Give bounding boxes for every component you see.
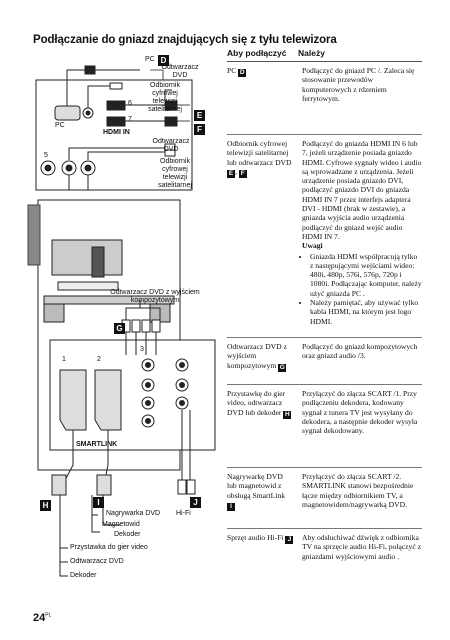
- badge-e: E: [194, 110, 205, 121]
- instruction-cell: Podłączyć do gniazd PC /. Zaleca się sto…: [302, 66, 415, 103]
- note-item: Należy pamiętać, aby używać tylko kabla …: [310, 298, 422, 326]
- hdmi-port-7: [106, 116, 126, 127]
- table-row: Odtwarzacz DVD z wyjściem kompozytowym G…: [227, 338, 422, 385]
- port-6-label: 6: [128, 100, 132, 107]
- decoder-label: Dekoder: [114, 531, 141, 538]
- dvd1-label: Odtwarzacz DVD: [161, 64, 199, 79]
- badge-h: H: [40, 500, 51, 511]
- badge-j: J: [190, 497, 201, 508]
- badge-j: J: [285, 536, 294, 544]
- table-header: Aby podłączyć Należy: [227, 48, 422, 62]
- hifi-label: Hi-Fi: [176, 510, 191, 517]
- instruction-cell: Przyłączyć do złącza SCART /1. Przy podł…: [302, 389, 418, 436]
- badge-h: H: [283, 410, 292, 419]
- sat-receiver-label: Odbiornik cyfrowej telewizji satelitarne…: [158, 158, 192, 189]
- badge-g: G: [278, 363, 287, 372]
- port-5-label: 5: [44, 152, 48, 159]
- instruction-cell: Aby odsłuchiwać dźwięk z odbiornika TV n…: [302, 533, 421, 561]
- notes-list: Gniazda HDMI współpracują tylko z następ…: [302, 252, 422, 326]
- scart-2: [94, 369, 122, 431]
- page-number: 24PL: [33, 612, 52, 624]
- table-row: Sprzęt audio Hi-Fi J Aby odsłuchiwać dźw…: [227, 529, 422, 579]
- device-cell: Nagrywarkę DVD lub magnetowid z obsługą …: [227, 472, 286, 511]
- dvd2-label: Odtwarzacz DVD: [152, 138, 190, 153]
- table-row: Nagrywarkę DVD lub magnetowid z obsługą …: [227, 468, 422, 529]
- hdmi-receiver-label: Odbiornik cyfrowej telewizji satelitarne…: [148, 82, 182, 113]
- vcr-label: Magnetowid: [102, 521, 140, 528]
- port-1-label: 1: [62, 356, 66, 363]
- table-row: Przystawkę do gier video, odtwarzacz DVD…: [227, 385, 422, 468]
- table-row: PC D Podłączyć do gniazd PC /. Zaleca si…: [227, 62, 422, 135]
- notes-title: Uwagi: [302, 241, 323, 251]
- badge-d: D: [238, 69, 247, 77]
- connection-table: Aby podłączyć Należy PC D Podłączyć do g…: [227, 48, 422, 579]
- composite-dvd-label: Odtwarzacz DVD z wyjściem kompozytowym: [110, 289, 200, 304]
- upper-panel: [35, 79, 193, 191]
- port-hdmi-label: HDMI IN: [103, 129, 130, 136]
- legend-item: Dekoder: [70, 572, 97, 579]
- badge-i: I: [93, 497, 104, 508]
- instruction-cell: Przyłączyć do złącza SCART /2. SMARTLINK…: [302, 472, 414, 509]
- scart-1: [59, 369, 87, 431]
- table-row: Odbiornik cyfrowej telewizji satelitarne…: [227, 135, 422, 338]
- port-7-label: 7: [128, 116, 132, 123]
- port-pc-label: PC: [55, 122, 65, 129]
- vcr-dvd-label: Nagrywarka DVD: [106, 510, 161, 517]
- legend-item: Przystawka do gier video: [70, 544, 148, 551]
- device-cell: Przystawkę do gier video, odtwarzacz DVD…: [227, 389, 292, 419]
- legend-item: Odtwarzacz DVD: [70, 558, 124, 565]
- badge-g: G: [114, 323, 125, 334]
- page-title: Podłączanie do gniazd znajdujących się z…: [33, 34, 337, 46]
- device-cell: Sprzęt audio Hi-Fi J: [227, 529, 298, 579]
- column-header: Aby podłączyć: [227, 48, 287, 58]
- device-cell: Odbiornik cyfrowej telewizji satelitarne…: [227, 139, 292, 178]
- badge-i: I: [227, 502, 235, 511]
- smartlink-label: SMARTLINK: [76, 441, 118, 448]
- port-3-label: 3: [140, 346, 144, 353]
- badge-f: F: [238, 169, 247, 178]
- pc-label: PC: [145, 56, 155, 63]
- device-cell: Odtwarzacz DVD z wyjściem kompozytowym G: [227, 342, 287, 372]
- badge-e: E: [227, 169, 235, 178]
- port-2-label: 2: [97, 356, 101, 363]
- instruction-cell: Podłączyć do gniazda HDMI IN 6 lub 7, je…: [298, 135, 422, 337]
- hdmi-port-6: [106, 100, 126, 111]
- badge-d: D: [158, 55, 169, 66]
- column-header: Należy: [298, 48, 325, 58]
- note-item: Gniazda HDMI współpracują tylko z następ…: [310, 252, 422, 298]
- badge-f: F: [194, 124, 205, 135]
- device-cell: PC D: [227, 66, 247, 77]
- pc-dsub-port: [54, 105, 81, 121]
- instruction-cell: Podłączyć do gniazd kompozytowych oraz g…: [302, 342, 418, 361]
